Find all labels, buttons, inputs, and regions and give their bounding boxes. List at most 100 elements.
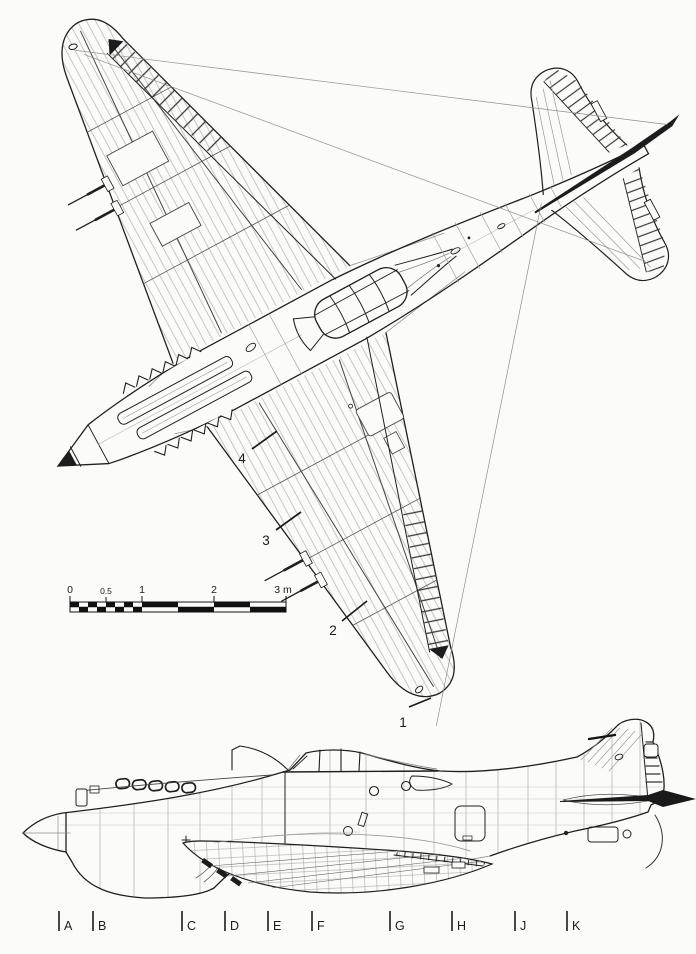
port-stab-ribs (535, 80, 572, 186)
station-label-h: H (457, 919, 466, 933)
starboard-wing (174, 271, 466, 698)
starboard-wing-outline (206, 331, 455, 698)
callout-1-label: 1 (399, 715, 407, 730)
side-view (22, 718, 696, 899)
cowl-gun-fairing (75, 774, 273, 807)
exhaust-stubs-side (115, 777, 197, 794)
station-label-k: K (572, 919, 581, 933)
stabilizer-side (560, 790, 696, 807)
station-label-e: E (273, 919, 281, 933)
fin-rudder-side (580, 722, 663, 801)
starboard-machine-guns (264, 550, 328, 602)
spine-hatch-oval (450, 247, 461, 255)
port-nav-light (68, 43, 78, 51)
door-latch (462, 835, 473, 841)
tail-fastener-circle (622, 829, 632, 839)
station-axis: A B C D E F G H J K (58, 911, 581, 933)
tail-plan (530, 67, 680, 282)
wing-leading-edge-blocks (201, 858, 243, 887)
port-aileron-hinge (106, 52, 337, 280)
station-ticks (58, 911, 568, 931)
station-label-a: A (64, 919, 73, 933)
port-wing-outline (61, 18, 351, 364)
flap-hinge-line (393, 854, 484, 867)
flap-bracket-1 (423, 866, 440, 874)
starboard-elevator-hatching (623, 167, 666, 272)
rear-glazing-port-left (368, 785, 380, 797)
station-label-b: B (98, 919, 106, 933)
fuselage-plan (56, 144, 650, 467)
scale-label-2: 2 (211, 584, 217, 596)
flap-bracket-2 (451, 861, 466, 869)
wing-side-outline (181, 840, 494, 894)
canopy-side (282, 748, 453, 797)
callout-3-label: 3 (262, 533, 270, 548)
starboard-access-panel (383, 431, 406, 455)
rudder-access-panel (643, 743, 659, 758)
callout-2-leader (341, 600, 368, 622)
canopy-plan (292, 248, 457, 352)
wing-fillet-curve (251, 833, 471, 852)
rear-glazing-port-right (400, 780, 412, 792)
spinner-tip (58, 450, 77, 466)
starboard-wheel-well-panel (355, 392, 405, 437)
starboard-stab-ribs (565, 197, 651, 271)
port-elevator-hatching (543, 67, 627, 153)
tail-strut-curve (645, 814, 663, 869)
callout-3-leader (275, 511, 302, 531)
starboard-aileron-hinge (366, 336, 431, 653)
fin-ribs (580, 727, 642, 772)
fuselage-frame-lines (248, 185, 563, 385)
plan-view (56, 18, 680, 727)
station-label-j: J (520, 919, 526, 933)
scale-bar: 0 0.5 1 2 3 m (67, 584, 292, 613)
wing-fairing-line (213, 831, 361, 844)
spinner-joint-lines (69, 424, 110, 467)
port-gun-bay-panel (106, 130, 170, 187)
canopy-sill (282, 770, 439, 773)
radio-access-door (454, 805, 486, 842)
wing-fan-ribs (209, 850, 483, 889)
callout-4-label: 4 (238, 451, 246, 466)
scale-bar-cells (69, 601, 287, 613)
starboard-aileron-hatching (401, 503, 450, 650)
scale-label-3m: 3 m (274, 584, 292, 596)
carburetor-scoop (231, 745, 289, 771)
callouts: 1 2 3 4 (238, 430, 432, 730)
tail-dot (563, 830, 569, 836)
port-wing (61, 18, 445, 387)
canopy-frames (318, 748, 361, 772)
spine-hatch-oval-aft (497, 223, 506, 230)
cowl-gun-trough-starboard (136, 370, 253, 440)
stabilizer-edge-on (560, 790, 696, 807)
callout-2-label: 2 (329, 623, 337, 638)
fin-leading-bar (587, 733, 617, 741)
scale-label-0: 0 (67, 584, 73, 596)
rudder-hinge (640, 722, 649, 801)
projection-lines (74, 49, 668, 727)
station-label-f: F (317, 919, 325, 933)
starboard-nav-light (415, 685, 424, 694)
fuselage-outline (56, 144, 650, 467)
exhaust-stubs-port-plan (122, 346, 202, 394)
tailwheel-area (563, 814, 663, 869)
station-label-g: G (395, 919, 405, 933)
scale-bar-ticks (69, 596, 287, 602)
fin-edge-on (534, 114, 680, 214)
port-machine-guns (67, 175, 125, 231)
wing-side (181, 831, 494, 894)
starboard-panel-fastener (348, 403, 353, 409)
fuselage-port-circle (343, 826, 353, 836)
fin-inspection-hole (614, 753, 624, 761)
scale-label-1: 1 (139, 584, 145, 596)
exhaust-stubs-starboard-plan (154, 409, 233, 456)
port-wing-stringers (61, 19, 350, 364)
starboard-trim-tab (643, 198, 661, 221)
spinner-side (22, 812, 71, 853)
cowl-gun-trough-port (117, 356, 234, 425)
callout-4-leader (251, 430, 278, 450)
port-ammo-panel (149, 201, 202, 247)
antenna-dot (436, 264, 441, 268)
